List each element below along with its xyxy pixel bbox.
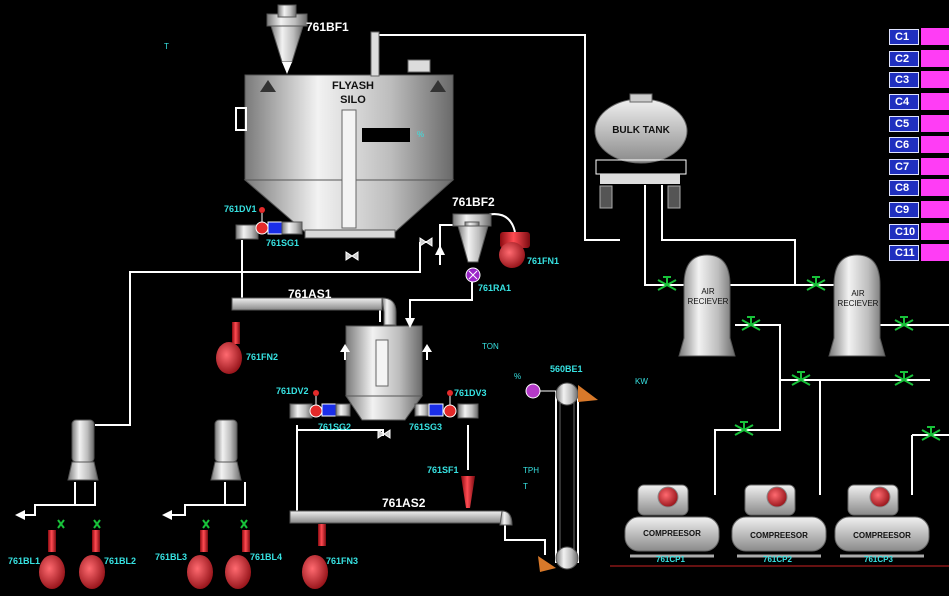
pipework [25,34,949,555]
compartment-indicator [921,244,949,261]
air-receiver-2-line2: RECIEVER [837,299,879,308]
blower-icon[interactable] [79,530,105,589]
compartment-button-c6[interactable]: C6 [889,137,919,153]
compartment-indicator [921,179,949,196]
rotary-airlock-ra1-tag: 761RA1 [478,283,512,293]
compartment-button-c3[interactable]: C3 [889,72,919,88]
compressor-cp2-tag: 761CP2 [763,555,792,564]
fan-motor-icon[interactable] [302,524,328,589]
air-receiver-icon[interactable] [678,254,736,357]
diverter-dv1-tag: 761DV1 [224,204,257,214]
slide-gate-icon[interactable] [289,390,351,419]
compartment-indicator [921,71,949,88]
compartment-button-c5[interactable]: C5 [889,116,919,132]
compressor-cp3-tag: 761CP3 [864,555,893,564]
silo-level-unit: % [417,130,425,139]
compartment-indicator [921,201,949,218]
fan-fn3-tag: 761FN3 [326,556,359,566]
air-receiver-icon[interactable] [828,254,886,357]
compartment-button-c10[interactable]: C10 [889,224,919,240]
blower-icon[interactable] [187,530,213,589]
compressor-cp1-tag: 761CP1 [656,555,685,564]
compartment-button-c2[interactable]: C2 [889,51,919,67]
bucket-elevator-tag: 560BE1 [550,364,583,374]
compartment-button-c1[interactable]: C1 [889,29,919,45]
compressor-2-label: COMPREESOR [750,531,808,540]
bulk-tank-truck-icon[interactable] [594,93,688,209]
air-receiver-1-line2: RECIEVER [687,297,729,306]
air-receiver-2-line1: AIR [851,289,865,298]
screw-feeder-icon[interactable] [461,476,475,508]
blower-bl3-tag: 761BL3 [155,552,188,562]
ton-unit: TON [482,342,499,351]
fan-motor-icon[interactable] [499,232,530,268]
compartment-indicator [921,93,949,110]
fan-motor-icon[interactable] [216,322,242,374]
air-slide-icon[interactable] [289,510,513,526]
t-unit: T [523,482,528,491]
bulk-tank-label: BULK TANK [612,125,670,136]
diverter-dv2-tag: 761DV2 [276,386,309,396]
screw-feeder-sf1-tag: 761SF1 [427,465,459,475]
compartment-button-c8[interactable]: C8 [889,180,919,196]
compartment-indicator [921,50,949,67]
blower-icon[interactable] [39,530,65,589]
compartment-button-c7[interactable]: C7 [889,159,919,175]
cyclone-filter-icon[interactable] [452,213,492,263]
slide-gate-icon[interactable] [414,390,479,419]
cyclone-filter-icon[interactable] [266,4,308,74]
slide-gate-sg1-tag: 761SG1 [266,238,300,248]
percent-unit: % [514,372,522,381]
silo-title-line1: FLYASH [332,80,374,92]
compartment-button-c4[interactable]: C4 [889,94,919,110]
slide-gate-sg3-tag: 761SG3 [409,422,443,432]
compartment-indicator [921,158,949,175]
compartment-button-c9[interactable]: C9 [889,202,919,218]
air-slide-as1-tag: 761AS1 [288,287,332,301]
blower-icon[interactable] [225,530,251,589]
silo-weight-unit: T [164,42,169,51]
compartment-indicator [921,223,949,240]
compressor-3-label: COMPREESOR [853,531,911,540]
air-slide-as2-tag: 761AS2 [382,496,426,510]
bag-filter-1-tag: 761BF1 [306,20,349,34]
blower-group-left [39,419,105,589]
bucket-elevator-icon[interactable] [525,382,598,572]
compressor-icon[interactable] [834,484,930,558]
compartment-button-c11[interactable]: C11 [889,245,919,261]
blower-bl2-tag: 761BL2 [104,556,137,566]
diverter-dv3-tag: 761DV3 [454,388,487,398]
butterfly-valve-icon[interactable] [657,276,941,441]
butterfly-valve-icon[interactable] [345,237,433,439]
air-slide-icon[interactable] [231,297,397,326]
rotary-airlock-icon[interactable] [465,267,481,283]
compartment-indicator [921,115,949,132]
bag-filter-2-tag: 761BF2 [452,195,495,209]
compartment-indicator [921,28,949,45]
fan-fn1-tag: 761FN1 [527,256,560,266]
compartment-indicator [921,136,949,153]
arrow-icon [15,62,445,520]
hopper-icon[interactable] [340,325,432,421]
blower-bl4-tag: 761BL4 [250,552,283,562]
silencer-icon [210,419,242,481]
tph-unit: TPH [523,466,539,475]
silo-level-display [362,128,410,142]
silo-title-line2: SILO [340,94,366,106]
blower-bl1-tag: 761BL1 [8,556,41,566]
air-receiver-1-line1: AIR [701,287,715,296]
silencer-icon [67,419,99,481]
flyash-silo[interactable] [235,31,455,239]
fan-fn2-tag: 761FN2 [246,352,279,362]
compressor-icon[interactable] [731,484,827,558]
blower-group-right [187,419,251,589]
kw-unit: KW [635,377,648,386]
slide-gate-icon[interactable] [235,207,303,240]
slide-gate-sg2-tag: 761SG2 [318,422,352,432]
compressor-icon[interactable] [624,484,720,558]
compressor-1-label: COMPREESOR [643,529,701,538]
